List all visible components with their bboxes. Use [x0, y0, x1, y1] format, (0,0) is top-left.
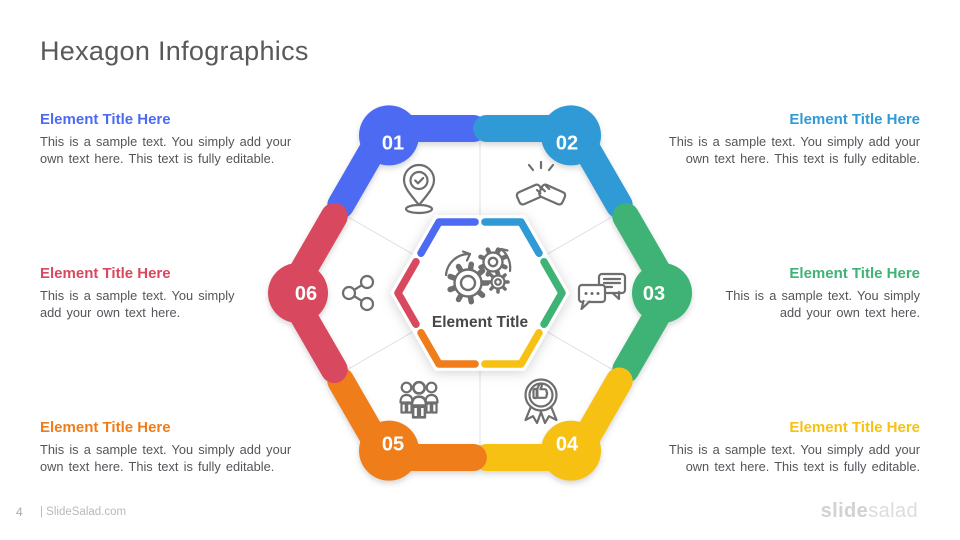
callout-body-line: This is a sample text. You simply add yo… — [668, 442, 920, 457]
footer-site-label: | SlideSalad.com — [40, 506, 127, 518]
callout-body-line: add your own text here. — [40, 305, 181, 320]
handshake-icon — [515, 160, 567, 206]
callout-body-line: own text here. This text is fully editab… — [685, 459, 920, 474]
center-title: Element Title — [432, 314, 529, 331]
watermark-light: salad — [868, 500, 918, 522]
number-lobe-02 — [541, 105, 601, 166]
number-lobe-05 — [359, 420, 419, 481]
step-number-01: 01 — [382, 133, 404, 155]
callout-body-line: This is a sample text. You simply add yo… — [668, 134, 920, 149]
callout-body-line: This is a sample text. You simply add yo… — [40, 134, 292, 149]
number-lobe-04 — [541, 420, 601, 481]
callout-body-line: This is a sample text. You simply — [725, 288, 920, 303]
slidesalad-watermark: slidesalad — [821, 500, 918, 523]
callout-body-line: own text here. This text is fully editab… — [40, 459, 275, 474]
share-network-icon — [341, 274, 375, 312]
step-number-06: 06 — [295, 283, 317, 305]
step-number-02: 02 — [556, 133, 578, 155]
number-lobe-03 — [632, 263, 692, 323]
callout-title: Element Title Here — [40, 265, 171, 282]
step-number-05: 05 — [382, 434, 404, 456]
watermark-bold: slide — [820, 500, 869, 522]
callout-title: Element Title Here — [40, 111, 171, 128]
callout-body-line: This is a sample text. You simply add yo… — [40, 442, 292, 457]
people-group-icon — [399, 380, 439, 419]
hexagon-diagram: 01 02 03 04 05 06 — [268, 105, 692, 481]
callout-body-line: own text here. This text is fully editab… — [40, 151, 275, 166]
chat-bubbles-icon — [577, 272, 627, 311]
location-pin-check-icon — [402, 163, 436, 215]
callout-body-line: add your own text here. — [779, 305, 920, 320]
page-number: 4 — [16, 505, 23, 519]
callout-block-01: Element Title Here This is a sample text… — [40, 110, 330, 167]
gears-process-icon — [444, 247, 512, 305]
step-number-04: 04 — [556, 434, 579, 456]
center-hexagon-ring — [394, 218, 566, 368]
page-title: Hexagon Infographics — [40, 36, 309, 66]
callout-title: Element Title Here — [40, 419, 171, 436]
step-number-03: 03 — [643, 283, 665, 305]
corner-ribbons — [268, 105, 692, 481]
callout-title: Element Title Here — [789, 265, 920, 282]
callout-title: Element Title Here — [789, 111, 920, 128]
callout-block-06: Element Title Here This is a sample text… — [40, 264, 330, 321]
callout-body-line: own text here. This text is fully editab… — [685, 151, 920, 166]
number-lobe-06 — [268, 263, 328, 323]
award-thumbs-up-icon — [524, 378, 558, 425]
callout-block-02: Element Title Here This is a sample text… — [630, 110, 920, 167]
callout-block-03: Element Title Here This is a sample text… — [630, 264, 920, 321]
callout-title: Element Title Here — [789, 419, 920, 436]
callout-block-04: Element Title Here This is a sample text… — [630, 418, 920, 475]
number-lobe-01 — [359, 105, 419, 166]
callout-body-line: This is a sample text. You simply — [40, 288, 235, 303]
callout-block-05: Element Title Here This is a sample text… — [40, 418, 330, 475]
